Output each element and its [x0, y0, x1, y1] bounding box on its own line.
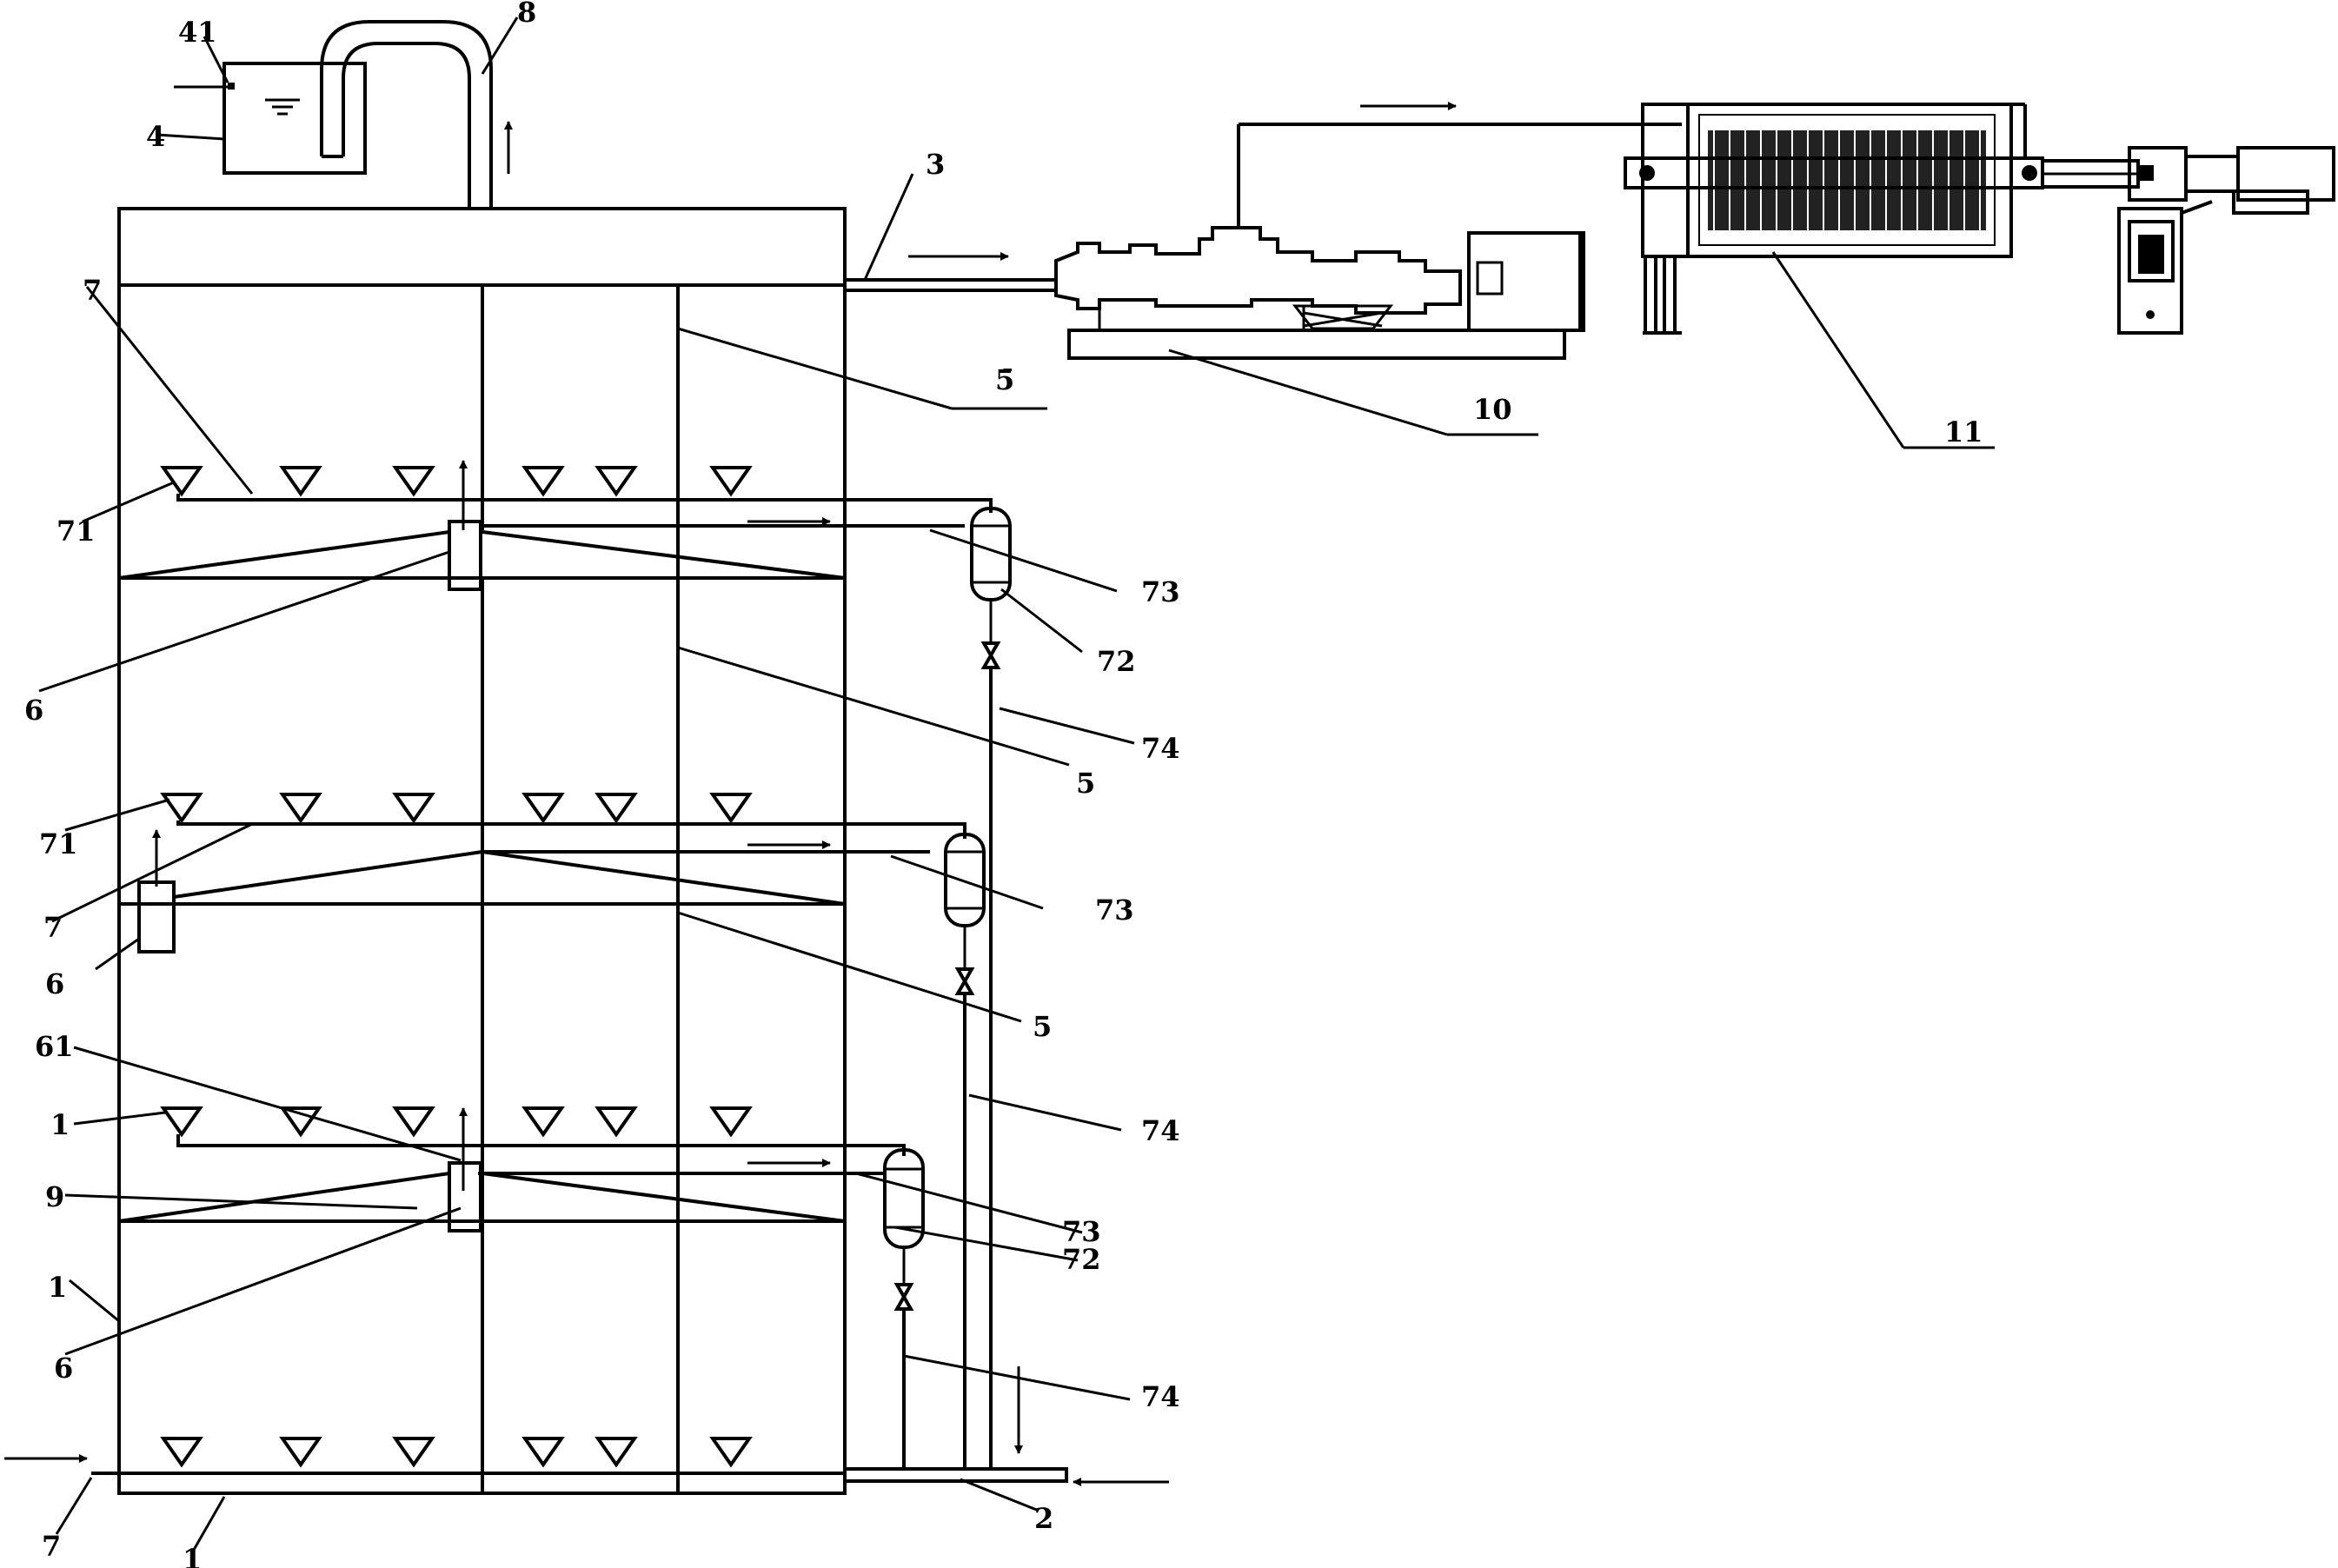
label-72-low: 72 — [1062, 1243, 1101, 1276]
label-41: 41 — [178, 16, 217, 49]
label-4: 4 — [146, 120, 165, 153]
labels: 41 4 8 3 5̄ 10 11 7 71 73 72 6 74 5 71 7… — [24, 0, 1983, 1568]
label-11: 11 — [1944, 415, 1983, 448]
label-72-top: 72 — [1097, 645, 1136, 678]
bottom-distribution — [4, 1366, 1169, 1486]
label-3: 3 — [926, 148, 945, 181]
label-6-top: 6 — [24, 694, 43, 727]
label-74-mid: 74 — [1141, 1114, 1180, 1147]
leader-lines — [38, 17, 1995, 1551]
level-1-assembly — [118, 460, 1012, 1469]
nozzles-row-1 — [160, 466, 753, 497]
level-3-assembly — [118, 1106, 925, 1469]
label-1-upper: 1 — [50, 1108, 70, 1141]
level-2-assembly — [119, 793, 986, 1469]
nozzles-row-3 — [160, 1106, 753, 1138]
label-7-top: 7 — [83, 274, 102, 307]
label-5-mid: 5 — [1033, 1010, 1052, 1043]
label-5-upper: 5 — [1076, 767, 1095, 800]
label-73-low: 73 — [1062, 1215, 1101, 1248]
label-61: 61 — [35, 1030, 74, 1063]
label-71-mid: 71 — [39, 827, 78, 860]
label-2: 2 — [1034, 1502, 1053, 1535]
label-10: 10 — [1473, 393, 1512, 426]
filter-press — [1624, 103, 2335, 335]
label-74-low: 74 — [1141, 1380, 1180, 1413]
label-8: 8 — [517, 0, 536, 29]
filter-plates — [1708, 122, 1986, 239]
nozzles-row-bottom — [160, 1437, 753, 1468]
siphon-pipe — [320, 20, 513, 209]
label-6-low: 6 — [54, 1352, 73, 1385]
label-7-bottom: 7 — [42, 1530, 61, 1563]
label-6-mid: 6 — [45, 967, 64, 1000]
label-71-top: 71 — [56, 515, 96, 548]
feed-tank — [174, 62, 367, 175]
label-7-mid: 7 — [43, 911, 63, 944]
label-73-top: 73 — [1141, 575, 1180, 608]
label-1-side: 1 — [48, 1271, 67, 1304]
label-5-top: 5̄ — [995, 363, 1014, 396]
label-74-top: 74 — [1141, 732, 1180, 765]
label-73-mid: 73 — [1095, 894, 1134, 927]
nozzles-row-2 — [160, 793, 753, 824]
screw-pump — [1054, 102, 1682, 360]
outlet-pipe — [845, 252, 1056, 292]
label-9: 9 — [45, 1180, 64, 1213]
label-1-bottom: 1 — [183, 1543, 202, 1568]
